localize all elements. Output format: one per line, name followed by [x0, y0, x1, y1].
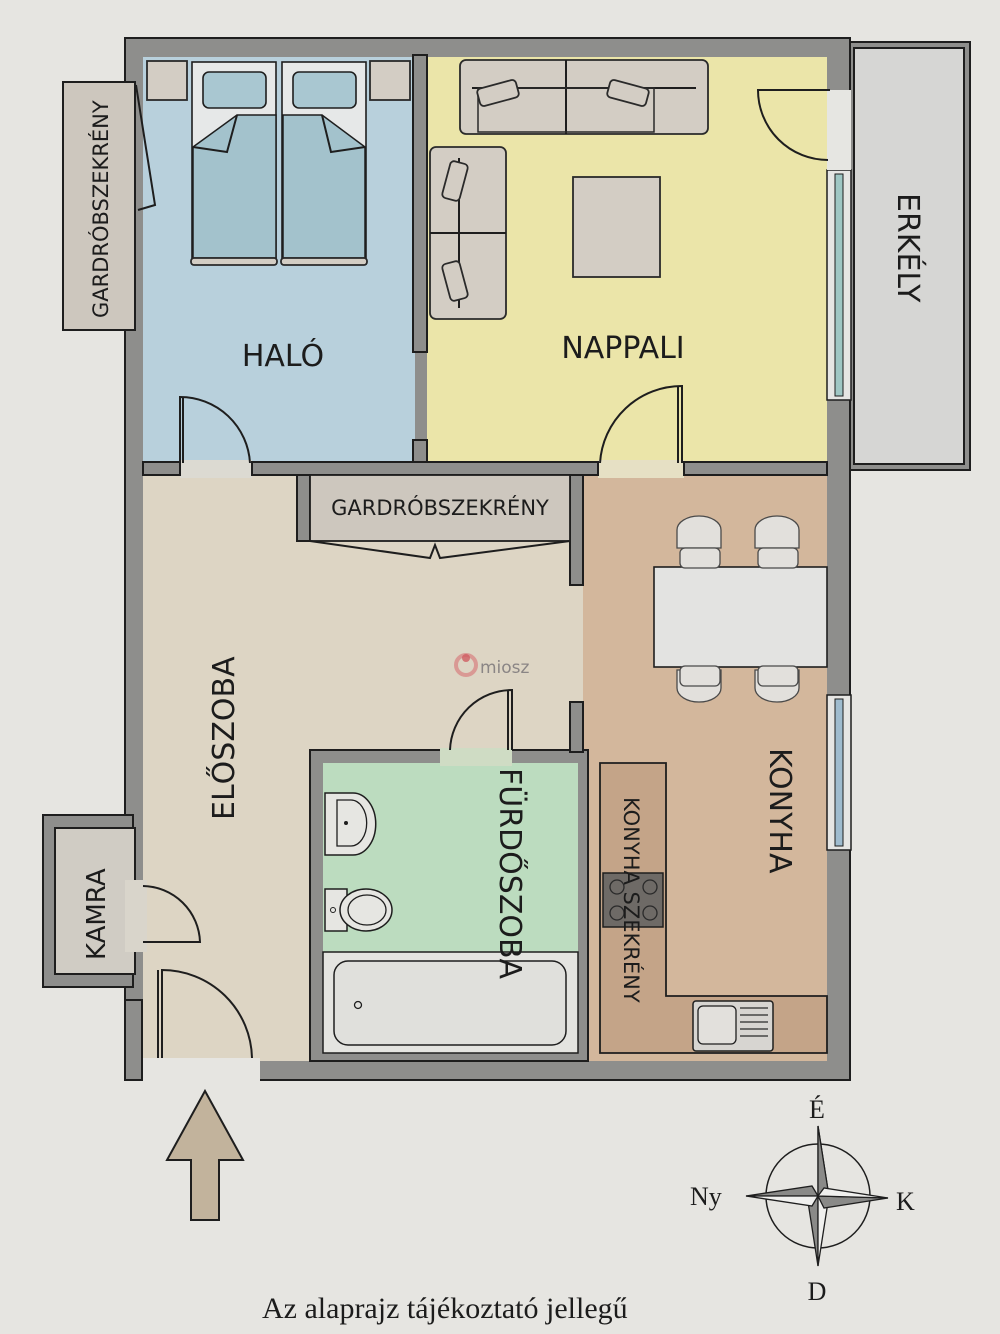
entrance-arrow-icon: [165, 1088, 245, 1221]
dining-set: [653, 515, 828, 703]
pantry: KAMRA: [42, 814, 147, 988]
bedroom-furniture: [146, 60, 411, 266]
hall-wardrobe-label: GARDRÓBSZEKRÉNY: [331, 495, 549, 520]
coffee-table: [572, 176, 661, 278]
compass-east: K: [896, 1187, 915, 1216]
kitchen-cabinet: KONYHA SZEKRÉNY: [599, 762, 828, 1054]
hall-wardrobe: GARDRÓBSZEKRÉNY: [296, 474, 571, 560]
compass-south: D: [808, 1277, 827, 1306]
disclaimer-text: Az alaprajz tájékoztató jellegű: [262, 1292, 628, 1325]
kitchen-label: KONYHA: [762, 748, 797, 874]
bedroom-label: HALÓ: [242, 337, 324, 374]
compass-west: Ny: [690, 1182, 722, 1211]
doors: [142, 89, 830, 1059]
balcony-label: ERKÉLY: [890, 193, 926, 303]
bedroom-floor: [143, 57, 415, 462]
living-furniture: [429, 59, 709, 320]
watermark-logo: miosz: [454, 653, 530, 678]
bathroom-sink: [324, 792, 377, 856]
dining-table: [653, 566, 828, 668]
compass-rose-icon: É D K Ny: [690, 1095, 915, 1306]
watermark-text: miosz: [480, 658, 530, 678]
kitchen-cabinet-label: KONYHA SZEKRÉNY: [619, 797, 644, 1003]
bathroom-label: FÜRDŐSZOBA: [492, 768, 529, 980]
bathtub: [333, 960, 567, 1046]
hall-label: ELŐSZOBA: [205, 656, 242, 820]
toilet: [324, 888, 393, 932]
bedroom-wardrobe-label: GARDRÓBSZEKRÉNY: [88, 100, 113, 318]
living-label: NAPPALI: [561, 331, 684, 366]
pantry-label: KAMRA: [82, 868, 112, 960]
balcony: [849, 41, 971, 471]
bedroom-wardrobe: GARDRÓBSZEKRÉNY: [62, 81, 157, 331]
window-kitchen: [826, 694, 852, 851]
compass-north: É: [809, 1095, 825, 1124]
window-living: [826, 169, 852, 401]
